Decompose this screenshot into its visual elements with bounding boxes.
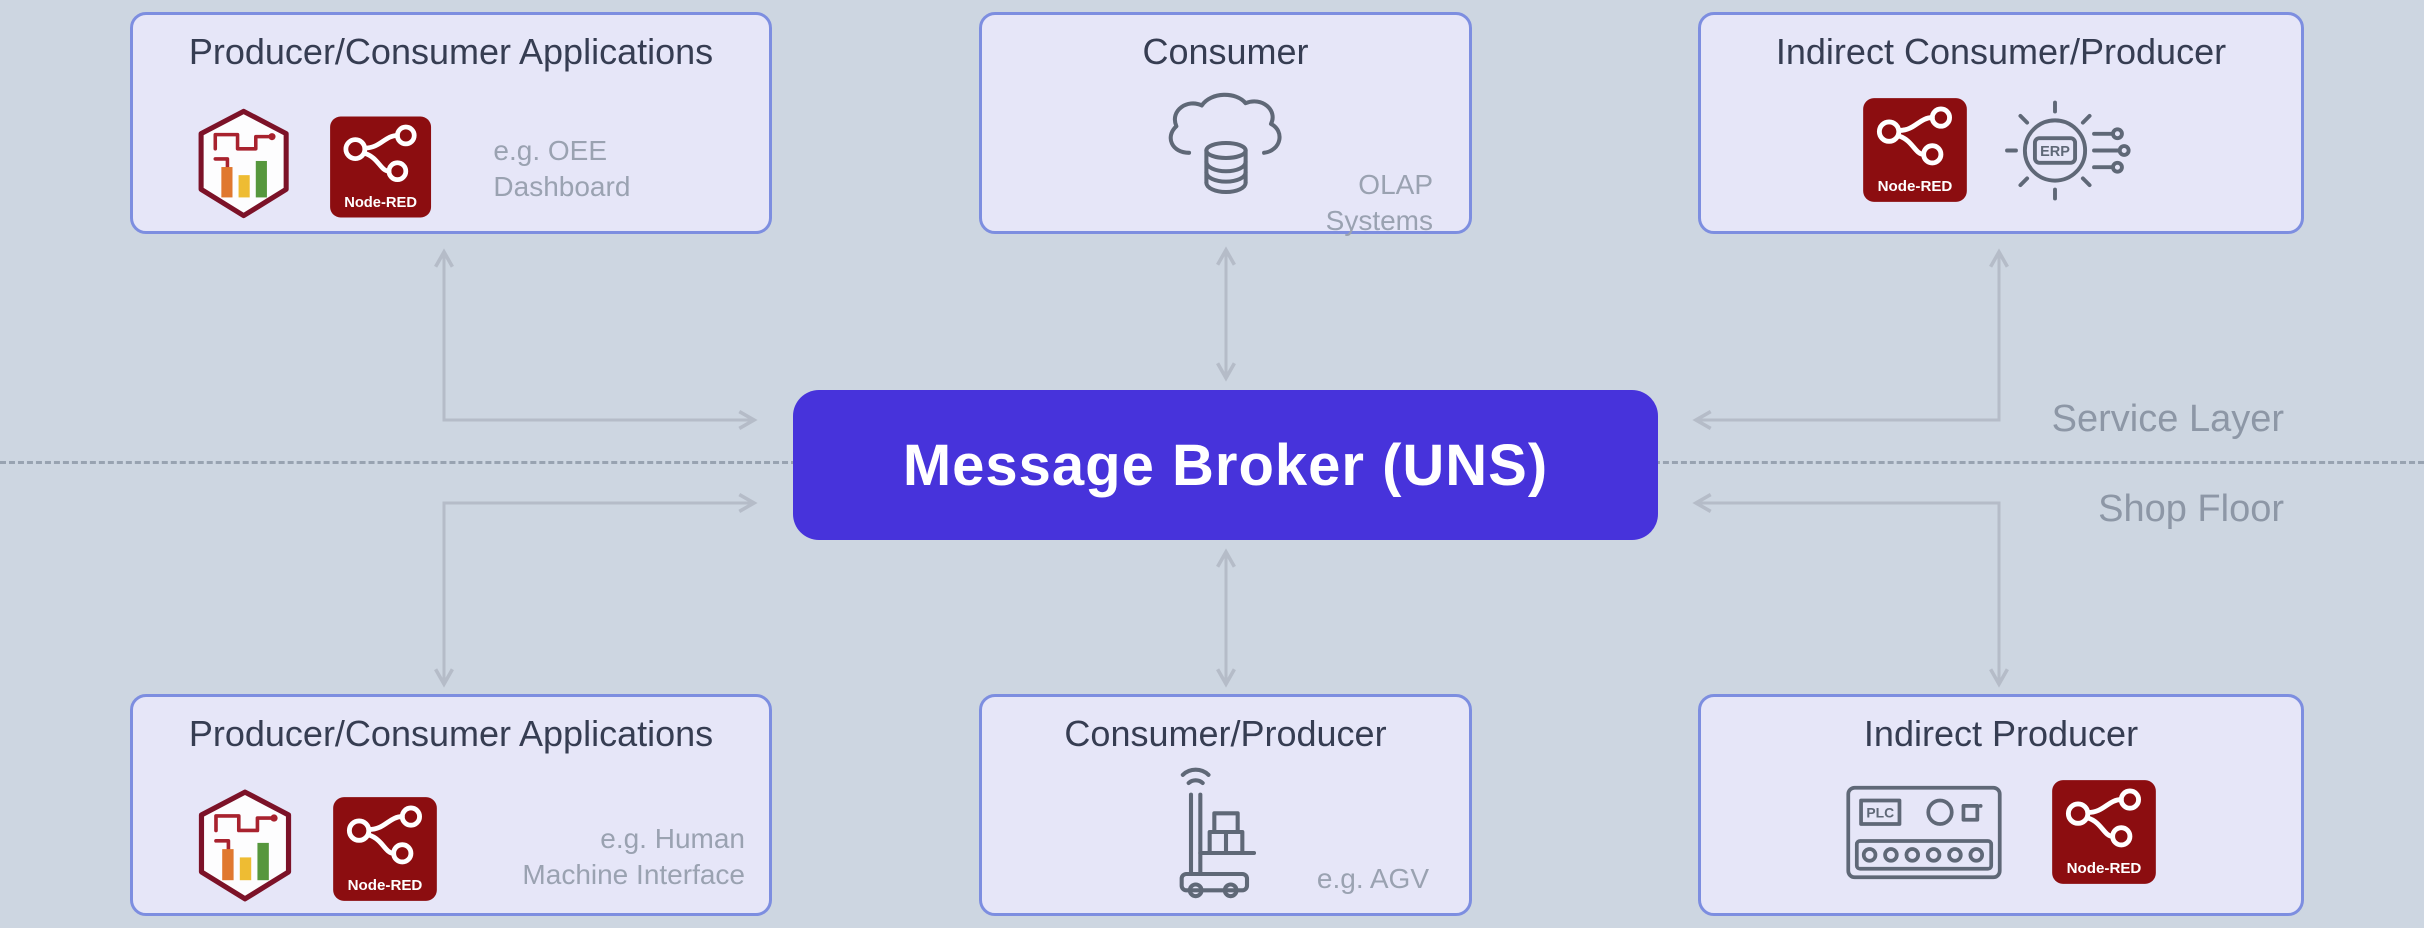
box-producer-consumer-apps-top: Producer/Consumer Applications Node-RED xyxy=(130,12,772,234)
box-title: Producer/Consumer Applications xyxy=(188,31,714,72)
arrow-topleft-to-broker xyxy=(434,248,758,430)
dashboard-app-icon xyxy=(198,789,292,902)
box-caption: e.g. Human Machine Interface xyxy=(522,823,745,890)
node-red-icon: Node-RED xyxy=(333,797,437,901)
erp-label: ERP xyxy=(2040,144,2070,160)
box-caption: OLAP Systems xyxy=(1325,169,1433,236)
shop-floor-label: Shop Floor xyxy=(2098,488,2284,530)
node-red-icon: Node-RED xyxy=(2052,780,2156,884)
node-red-label: Node-RED xyxy=(1877,178,1952,195)
box-title: Indirect Consumer/Producer xyxy=(1775,31,2227,72)
erp-gear-icon: ERP xyxy=(2004,100,2131,200)
plc-icon: PLC xyxy=(1846,785,2002,879)
box-consumer-producer: Consumer/Producer e.g. AGV xyxy=(979,694,1472,916)
box-indirect-producer: Indirect Producer PLC xyxy=(1698,694,2304,916)
arrow-bottomright-to-broker xyxy=(1692,493,2009,688)
service-layer-label: Service Layer xyxy=(2051,398,2284,440)
box-title: Indirect Producer xyxy=(1863,713,2139,754)
node-red-label: Node-RED xyxy=(2067,860,2142,877)
box-consumer: Consumer OLAP Systems xyxy=(979,12,1472,236)
dashboard-app-icon xyxy=(198,108,289,219)
box-title: Producer/Consumer Applications xyxy=(188,713,714,754)
message-broker-label: Message Broker (UNS) xyxy=(902,432,1549,498)
message-broker-node: Message Broker (UNS) xyxy=(793,390,1658,540)
node-red-icon: Node-RED xyxy=(1862,98,1967,202)
agv-icon xyxy=(1179,767,1256,899)
box-title: Consumer xyxy=(1142,31,1309,72)
box-caption: e.g. OEE Dashboard xyxy=(493,135,631,202)
arrow-topright-to-broker xyxy=(1692,248,2009,430)
plc-label: PLC xyxy=(1866,804,1894,820)
box-indirect-consumer-producer: Indirect Consumer/Producer Node-RED xyxy=(1698,12,2304,234)
arrow-bottomleft-to-broker xyxy=(434,493,758,688)
node-red-label: Node-RED xyxy=(344,195,417,211)
cloud-database-icon xyxy=(1168,92,1281,194)
box-title: Consumer/Producer xyxy=(1064,713,1387,754)
node-red-icon: Node-RED xyxy=(330,116,432,218)
box-producer-consumer-apps-bottom: Producer/Consumer Applications Node-RED xyxy=(130,694,772,916)
box-caption: e.g. AGV xyxy=(1316,863,1429,894)
node-red-label: Node-RED xyxy=(348,877,423,894)
